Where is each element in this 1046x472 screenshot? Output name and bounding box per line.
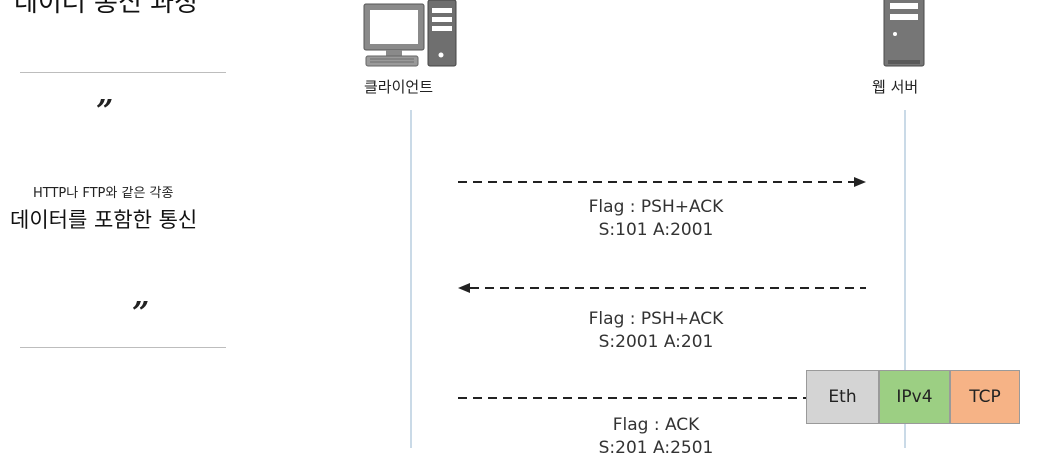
divider-bottom: [20, 347, 226, 348]
protocol-layer-tcp: TCP: [950, 370, 1020, 424]
protocol-layer-eth: Eth: [806, 370, 879, 424]
quote-mark-open: ”: [96, 94, 114, 129]
packet-3-seq-ack: S:201 A:2501: [598, 438, 714, 458]
packet-1-seq-ack: S:101 A:2001: [598, 220, 714, 240]
client-label: 클라이언트: [364, 78, 434, 96]
description-large: 데이터를 포함한 통신: [10, 208, 198, 232]
server-tower-icon: [883, 0, 925, 67]
page-heading: 데이터 통신 과정: [14, 0, 198, 18]
packet-2-seq-ack: S:2001 A:201: [598, 332, 714, 352]
packet-3-flag: Flag : ACK: [612, 415, 700, 435]
protocol-layer-ipv4: IPv4: [879, 370, 950, 424]
packet-2-flag: Flag : PSH+ACK: [588, 309, 724, 329]
packet-1-arrowhead: [854, 177, 866, 187]
desktop-computer-icon: [363, 0, 457, 67]
divider-top: [20, 72, 226, 73]
packet-1-flag: Flag : PSH+ACK: [588, 197, 724, 217]
packet-2-arrowhead: [458, 283, 470, 293]
server-label: 웹 서버: [872, 78, 919, 96]
description-small: HTTP나 FTP와 같은 각종: [33, 186, 174, 201]
quote-mark-close: ”: [132, 296, 150, 331]
